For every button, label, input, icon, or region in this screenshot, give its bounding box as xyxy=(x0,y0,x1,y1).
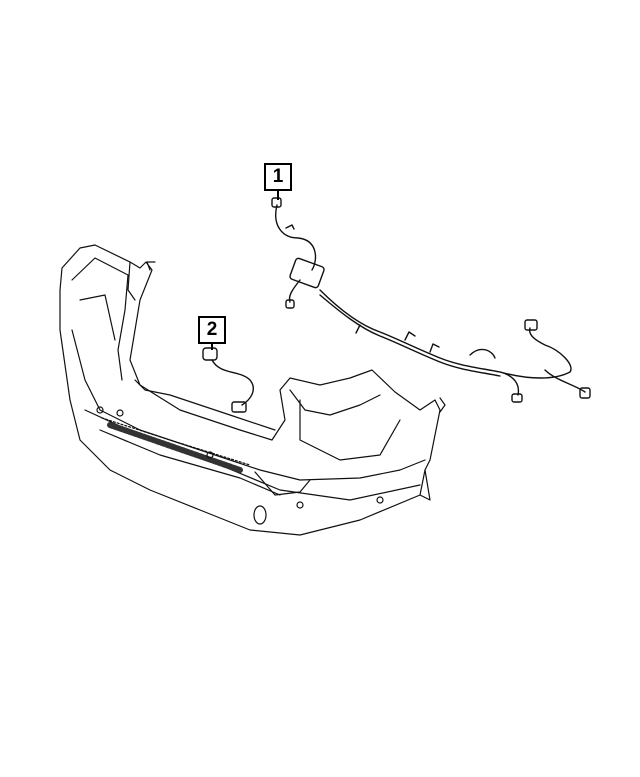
rear-bumper-fascia xyxy=(59,244,446,536)
callout-1-leader xyxy=(277,191,279,200)
callout-1[interactable]: 1 xyxy=(264,163,292,191)
wiring-harness-part-1 xyxy=(271,197,591,403)
jumper-wiring-part-2 xyxy=(202,347,254,413)
callout-2[interactable]: 2 xyxy=(198,316,226,344)
callout-2-leader xyxy=(211,344,213,350)
